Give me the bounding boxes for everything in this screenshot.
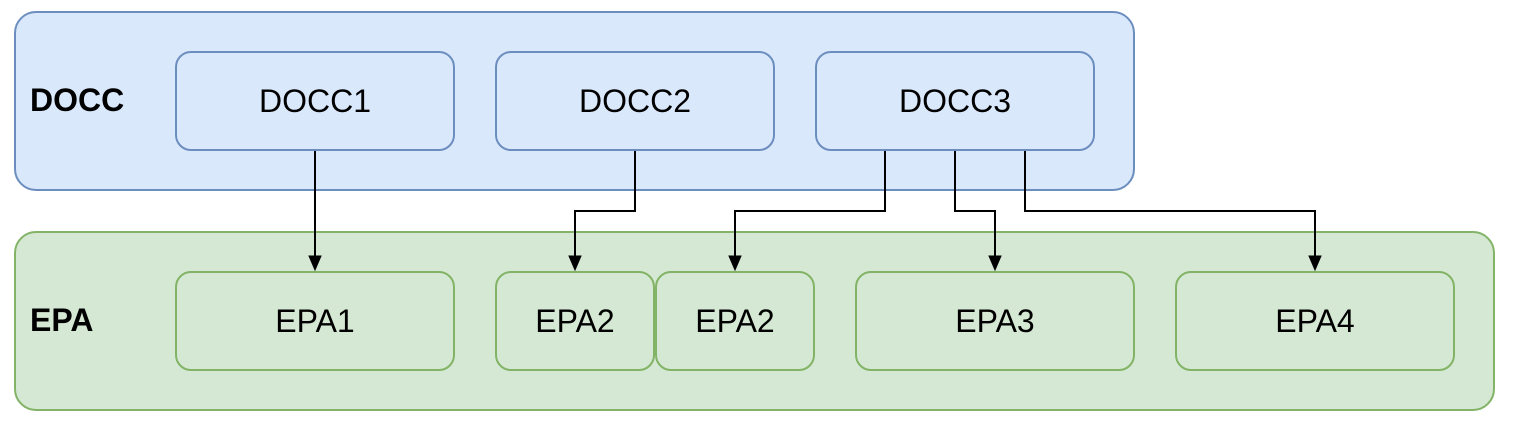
docc2-node: DOCC2: [495, 51, 775, 151]
epa-group-label: EPA: [30, 302, 94, 338]
edge-docc1-epa1: [308, 151, 322, 272]
edge-docc3-epa3: [954, 151, 1002, 272]
epa2-node-a: EPA2: [495, 271, 655, 371]
edge-docc2-epa2-a: [568, 151, 636, 272]
docc1-node: DOCC1: [175, 51, 455, 151]
docc3-node: DOCC3: [815, 51, 1095, 151]
edge-docc3-epa4: [1024, 151, 1322, 272]
epa4-node: EPA4: [1175, 271, 1455, 371]
docc-group-label: DOCC: [30, 82, 125, 118]
edge-docc3-epa2-b: [728, 151, 886, 272]
epa3-node: EPA3: [855, 271, 1135, 371]
epa1-node: EPA1: [175, 271, 455, 371]
epa2-node-b: EPA2: [655, 271, 815, 371]
